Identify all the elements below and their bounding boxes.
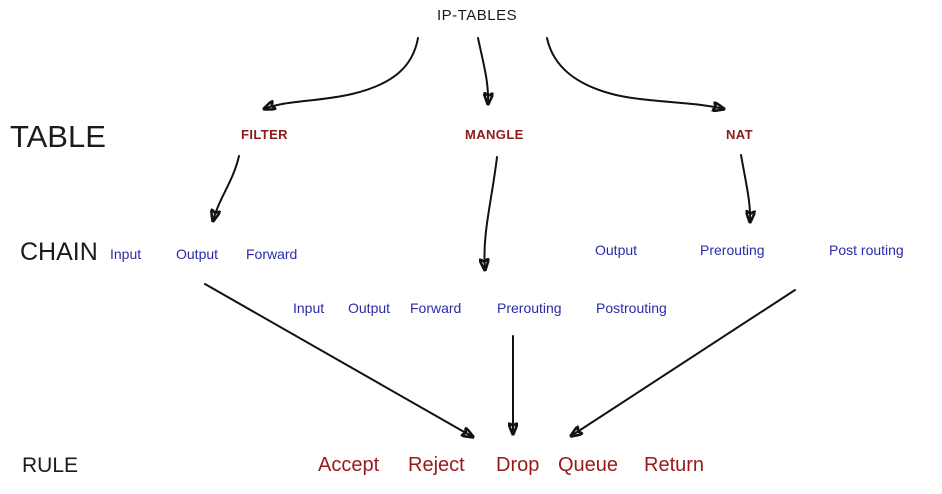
rule-drop: Drop [496,454,540,476]
arrow-nat-chains-to-rules [571,289,796,436]
chain-mangle-prerouting: Prerouting [497,300,562,316]
chain-nat-prerouting: Prerouting [700,242,765,258]
row-label-table: TABLE [10,119,106,154]
chain-mangle-output: Output [348,300,391,316]
diagram-title: IP-TABLES [437,7,518,24]
chain-nat-output: Output [595,242,638,258]
arrow-iptables-to-nat [546,37,724,109]
arrow-filter-to-chains [213,155,240,221]
chain-filter-input: Input [110,246,142,262]
table-filter: FILTER [241,127,288,142]
arrow-mangle-to-chains [484,156,498,270]
chain-mangle-postrouting: Postrouting [596,300,667,316]
arrow-filter-chains-to-rules [204,283,473,437]
table-nat: NAT [726,127,753,142]
rule-accept: Accept [318,454,380,476]
row-label-chain: CHAIN [20,238,98,266]
rule-reject: Reject [408,454,465,476]
chain-nat-postrouting: Post routing [829,242,904,258]
arrow-nat-to-chains [740,154,750,222]
arrow-iptables-to-mangle [477,37,488,104]
table-mangle: MANGLE [465,127,524,142]
chain-filter-output: Output [176,246,219,262]
chain-mangle-forward: Forward [410,300,462,316]
chain-filter-forward: Forward [246,246,298,262]
rule-queue: Queue [558,454,619,476]
chain-mangle-input: Input [293,300,325,316]
row-label-rule: RULE [22,454,79,477]
arrow-iptables-to-filter [264,37,419,109]
rule-return: Return [644,454,705,476]
